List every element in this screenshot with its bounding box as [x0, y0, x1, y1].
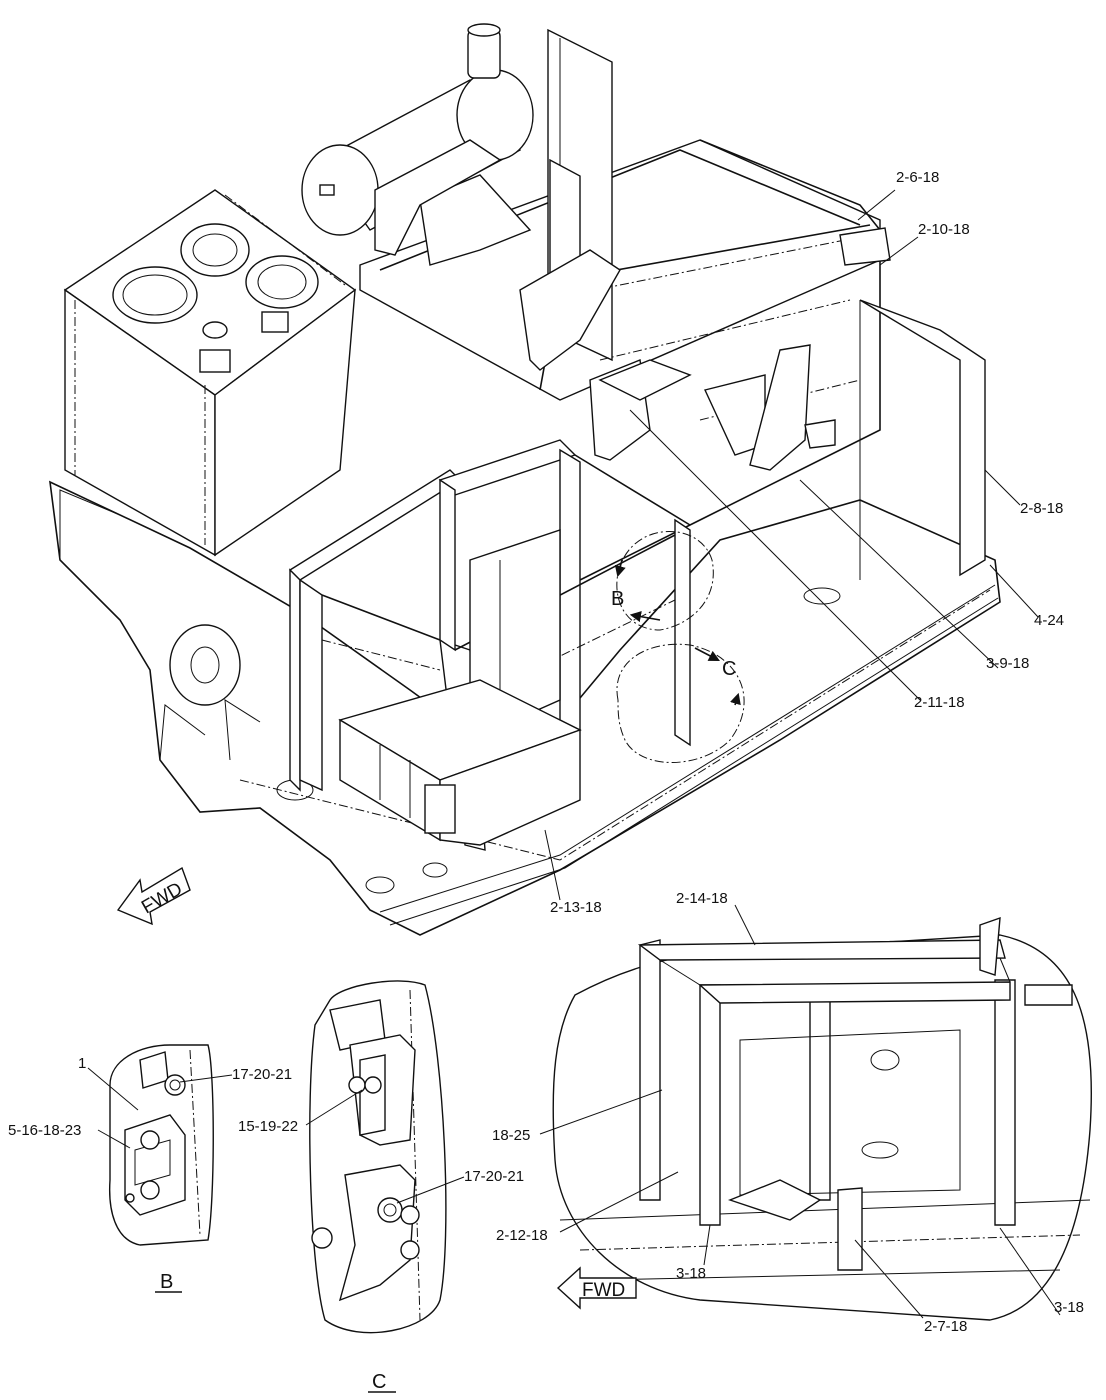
fwd-label-detail: FWD — [582, 1280, 625, 1301]
battery-box — [338, 679, 582, 846]
base-platform — [49, 480, 1001, 936]
main-assembly-view: 2-6-18 2-10-18 2-8-18 4-24 3-9-18 2-11-1… — [49, 23, 1064, 936]
fwd-arrow-detail: FWD — [556, 1266, 637, 1310]
label-2-13-18: 2-13-18 — [550, 899, 602, 916]
label-2-14-18: 2-14-18 — [676, 890, 728, 907]
muffler — [301, 23, 534, 236]
detail-frame-view: 2-14-18 18-25 2-12-18 3-18 2-7-18 3-18 F… — [492, 890, 1093, 1335]
label-4-24: 4-24 — [1034, 612, 1064, 629]
label-3-9-18: 3-9-18 — [986, 655, 1029, 672]
label-1: 1 — [78, 1055, 86, 1072]
label-5-16-18-23: 5-16-18-23 — [8, 1122, 81, 1139]
main-leader-lines — [544, 189, 1039, 901]
label-2-11-18: 2-11-18 — [914, 694, 965, 711]
rear-upper-frame — [359, 28, 986, 581]
hydraulic-tank — [63, 189, 357, 557]
label-3-18-right: 3-18 — [1054, 1299, 1084, 1316]
label-2-12-18: 2-12-18 — [496, 1227, 548, 1244]
label-3-18-left: 3-18 — [676, 1265, 706, 1282]
detail-c-view: 15-19-22 17-20-21 C — [238, 980, 524, 1393]
label-17-20-21-c: 17-20-21 — [464, 1168, 524, 1185]
detail-callouts — [614, 530, 745, 763]
view-marker-b: B — [611, 588, 624, 610]
label-2-7-18: 2-7-18 — [924, 1318, 967, 1335]
fwd-arrow-main: FWD — [116, 866, 191, 926]
detail-c-title: C — [372, 1371, 386, 1393]
label-18-25: 18-25 — [492, 1127, 530, 1144]
label-17-20-21-b: 17-20-21 — [232, 1066, 292, 1083]
label-15-19-22: 15-19-22 — [238, 1118, 298, 1135]
label-2-6-18: 2-6-18 — [896, 169, 939, 186]
detail-b-title: B — [160, 1271, 173, 1293]
label-2-8-18: 2-8-18 — [1020, 500, 1063, 517]
detail-b-view: 1 17-20-21 5-16-18-23 B — [8, 1044, 292, 1293]
view-marker-c: C — [722, 658, 736, 680]
label-2-10-18: 2-10-18 — [918, 221, 970, 238]
